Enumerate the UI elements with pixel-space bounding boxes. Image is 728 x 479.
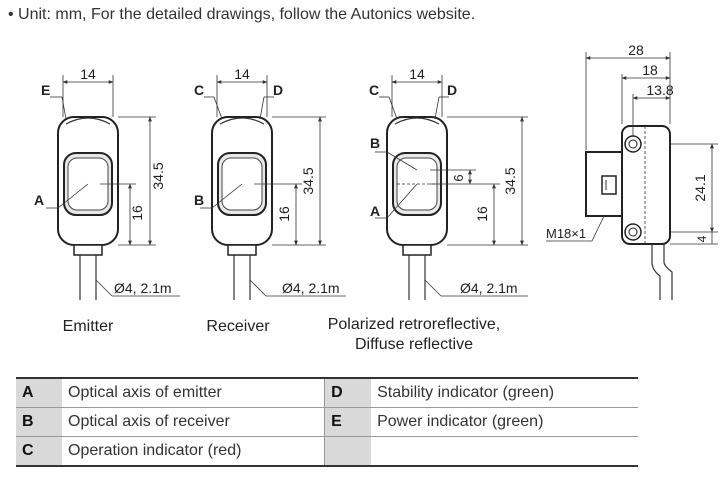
side-thread-label: M18×1: [546, 226, 586, 241]
legend-text: [371, 436, 638, 467]
reflective-callout-b: B: [370, 135, 380, 151]
receiver-callout-b: B: [194, 192, 204, 208]
reflective-axis-label: 16: [474, 206, 490, 222]
legend-text: Stability indicator (green): [371, 377, 638, 408]
unit-note: • Unit: mm, For the detailed drawings, f…: [8, 6, 476, 23]
emitter-width-label: 14: [80, 66, 96, 82]
receiver-callout-d: D: [273, 82, 283, 98]
legend-text: Operation indicator (red): [62, 436, 326, 467]
emitter-height-label: 34.5: [150, 162, 166, 189]
receiver-axis-label: 16: [276, 206, 292, 222]
legend-key: E: [324, 407, 372, 437]
side-view-drawing: [546, 52, 718, 300]
receiver-height-label: 34.5: [300, 167, 316, 194]
reflective-cable-label: Ø4, 2.1m: [460, 280, 518, 296]
side-dim-4: 4: [695, 235, 709, 242]
reflective-height-label: 34.5: [502, 167, 518, 194]
receiver-drawing: [200, 75, 346, 300]
reflective-gap-label: 6: [451, 174, 466, 181]
legend-text: Power indicator (green): [371, 407, 638, 437]
legend-key: D: [324, 377, 372, 408]
reflective-caption-line2: Diffuse reflective: [355, 336, 473, 353]
emitter-caption: Emitter: [63, 318, 114, 335]
reflective-drawing: [375, 75, 528, 300]
emitter-cable-label: Ø4, 2.1m: [114, 280, 172, 296]
emitter-drawing: [46, 75, 180, 300]
reflective-width-label: 14: [409, 66, 425, 82]
legend-text: Optical axis of emitter: [62, 377, 326, 408]
receiver-callout-c: C: [194, 82, 204, 98]
legend-key: C: [16, 436, 62, 467]
side-dim-24-1: 24.1: [692, 174, 708, 201]
side-dim-28: 28: [628, 42, 644, 58]
receiver-caption: Receiver: [206, 318, 270, 335]
reflective-callout-c: C: [369, 82, 379, 98]
emitter-axis-label: 16: [129, 205, 145, 221]
legend-key: A: [16, 377, 62, 408]
emitter-callout-a: A: [34, 192, 44, 208]
callout-legend-table: A Optical axis of emitter D Stability in…: [16, 377, 638, 467]
side-dim-13-8: 13.8: [646, 82, 673, 98]
legend-text: Optical axis of receiver: [62, 407, 326, 437]
receiver-width-label: 14: [234, 66, 250, 82]
reflective-callout-d: D: [447, 82, 457, 98]
legend-row: A Optical axis of emitter D Stability in…: [16, 377, 638, 408]
side-dim-18: 18: [642, 62, 658, 78]
legend-key: [324, 436, 372, 467]
reflective-callout-a: A: [370, 203, 380, 219]
legend-row: B Optical axis of receiver E Power indic…: [16, 407, 638, 437]
legend-key: B: [16, 407, 62, 437]
reflective-caption-line1: Polarized retroreflective,: [328, 316, 501, 333]
receiver-cable-label: Ø4, 2.1m: [282, 280, 340, 296]
dimension-drawings: 14 34.5 16 E A Ø4, 2.1m Emitter 14: [34, 42, 718, 353]
legend-row: C Operation indicator (red): [16, 436, 638, 467]
emitter-callout-e: E: [41, 82, 50, 98]
